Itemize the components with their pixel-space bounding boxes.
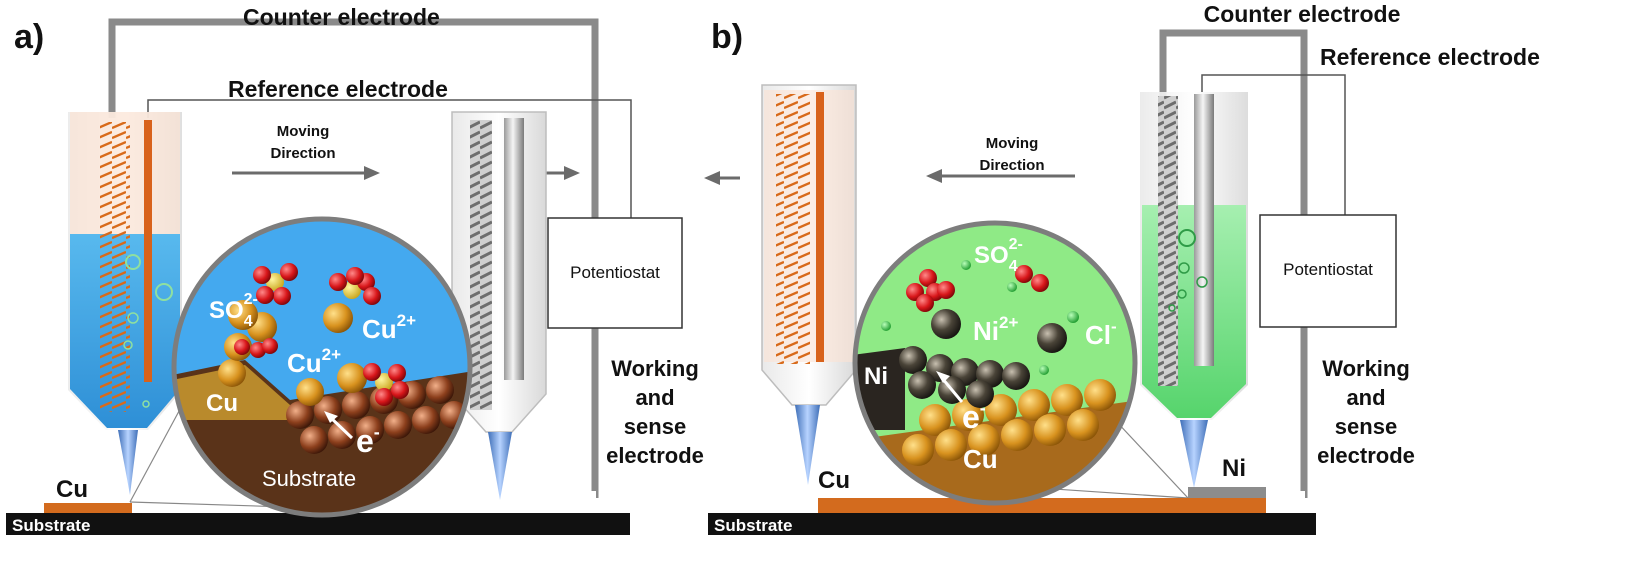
reference-electrode-wire-a <box>147 99 632 218</box>
reference-electrode-label-b: Reference electrode <box>1320 44 1540 70</box>
panel-a-tag: a) <box>14 18 44 56</box>
working-sense-label-a: Working and sense electrode <box>606 356 704 468</box>
cu-deposit-strip-a <box>44 503 132 513</box>
moving-direction-arrow-a <box>232 166 380 180</box>
zoom-circle-b: SO42- Ni2+ Cl- Ni e- Cu <box>852 220 1138 506</box>
cu-label-b: Cu <box>818 467 850 494</box>
ni-deposit-label-b: Ni <box>864 363 888 390</box>
reference-electrode-wire-b <box>1201 74 1346 215</box>
minus-terminal-a <box>578 491 596 498</box>
svg-text:electrode: electrode <box>1317 443 1415 468</box>
cu-substrate-zoom-label-b: Cu <box>963 444 998 474</box>
moving-direction-line2-b: Direction <box>979 157 1044 174</box>
minus-terminal-b <box>1287 491 1305 498</box>
svg-text:and: and <box>635 385 674 410</box>
pipette-empty-a <box>451 111 547 500</box>
substrate-bar-b <box>708 513 1316 535</box>
cl-ion-label-b: Cl- <box>1085 317 1117 350</box>
potentiostat-box-b <box>1259 214 1397 328</box>
pipette-empty-b <box>761 84 857 485</box>
zoom-circle-a: SO42- Cu2+ Cu2+ Cu e- Substrate <box>171 216 473 518</box>
cu-deposit-label-a: Cu <box>206 390 238 417</box>
substrate-zoom-label-a: Substrate <box>262 466 356 491</box>
panel-b: b) Counter electrode Reference electrode… <box>704 1 1540 535</box>
svg-text:electrode: electrode <box>606 443 704 468</box>
cu-label-a: Cu <box>56 476 88 503</box>
electron-label-a: e- <box>356 422 380 459</box>
svg-text:Working: Working <box>1322 356 1410 381</box>
counter-electrode-label-a: Counter electrode <box>243 4 440 30</box>
sulfate-label-b: SO42- <box>974 236 1023 275</box>
potentiostat-label-a: Potentiostat <box>570 263 660 282</box>
substrate-label-a: Substrate <box>12 516 90 535</box>
counter-electrode-label-b: Counter electrode <box>1204 1 1401 27</box>
cu-deposit-strip-b <box>818 498 1266 513</box>
ni-deposit-strip-b <box>1188 487 1266 498</box>
moving-direction-line1-b: Moving <box>986 135 1039 152</box>
moving-direction-line1-a: Moving <box>277 123 330 140</box>
substrate-label-b: Substrate <box>714 516 792 535</box>
sulfate-label-a: SO42- <box>209 291 258 330</box>
small-arrow-b <box>704 171 740 185</box>
zoom-line-a2 <box>129 501 289 508</box>
moving-direction-line2-a: Direction <box>270 145 335 162</box>
ni-ion-label-b: Ni2+ <box>973 313 1018 346</box>
svg-text:sense: sense <box>624 414 686 439</box>
cu-ion-label-1-a: Cu2+ <box>362 311 416 344</box>
reference-electrode-label-a: Reference electrode <box>228 76 448 102</box>
svg-text:Working: Working <box>611 356 699 381</box>
pipette-filled-a <box>68 112 182 495</box>
panel-a: a) Counter electrode Reference electrode… <box>6 4 704 535</box>
working-sense-label-b: Working and sense electrode <box>1317 356 1415 468</box>
potentiostat-label-b: Potentiostat <box>1283 260 1373 279</box>
zoom-line-a1 <box>129 399 186 503</box>
potentiostat-box-a <box>547 217 683 329</box>
pipette-filled-b <box>1140 92 1248 488</box>
small-arrow-a <box>546 166 580 180</box>
svg-text:sense: sense <box>1335 414 1397 439</box>
zoom-line-b1 <box>1114 419 1189 499</box>
moving-direction-arrow-b <box>926 169 1075 183</box>
svg-text:and: and <box>1346 385 1385 410</box>
ni-label-b: Ni <box>1222 455 1246 482</box>
electron-label-b: e- <box>962 398 986 435</box>
substrate-bar-a <box>6 513 630 535</box>
panel-b-tag: b) <box>711 18 743 56</box>
cu-ion-label-2-a: Cu2+ <box>287 345 341 378</box>
